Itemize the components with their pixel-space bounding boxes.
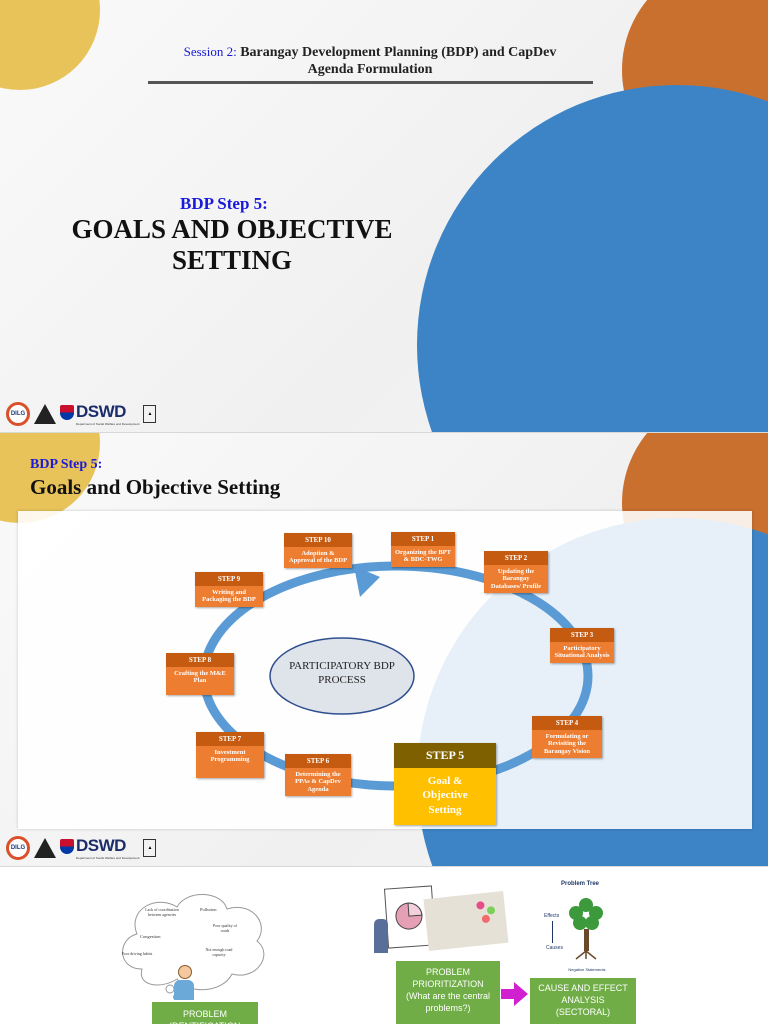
- step-5-body: Goal & Objective Setting: [422, 775, 468, 816]
- slide-process: BDP Step 5: Goals and Objective Setting …: [0, 433, 768, 866]
- tree-negative-label: Negative Statements: [568, 967, 606, 972]
- step-8-head: STEP 8: [166, 653, 234, 667]
- dilg-seal-icon: DILG: [6, 402, 30, 426]
- tree-icon: [569, 898, 603, 960]
- step-9-body: Writing and Packaging the BDP: [202, 589, 256, 604]
- triangle-logo-icon: [34, 838, 56, 858]
- step-4-box: STEP 4 Formulating or Revisiting the Bar…: [532, 716, 602, 759]
- step-2-body: Updating the Barangay Databases/ Profile: [490, 568, 542, 590]
- step-3-head: STEP 3: [550, 628, 614, 642]
- step-10-box: STEP 10 Adoption & Approval of the BDP: [284, 533, 352, 568]
- bagong-pilipinas-icon: ▲: [143, 405, 157, 423]
- step-1-head: STEP 1: [391, 532, 455, 546]
- step-10-body: Adoption & Approval of the BDP: [288, 550, 348, 565]
- thinking-person-icon: [174, 965, 194, 1000]
- bubble-capacity: Not enough road capacity: [205, 947, 233, 957]
- cause-effect-box: CAUSE AND EFFECT ANALYSIS (SECTORAL): [530, 978, 636, 1024]
- problem-prioritization-box: PROBLEM PRIORITIZATION (What are the cen…: [396, 961, 500, 1024]
- triangle-logo-icon: [34, 404, 56, 424]
- tree-axis-icon: [552, 921, 553, 943]
- yellow-circle-decoration: [0, 0, 100, 90]
- step-4-head: STEP 4: [532, 716, 602, 730]
- title-line-1: GOALS AND OBJECTIVE: [71, 214, 393, 244]
- arrow-right-icon: [501, 989, 515, 999]
- step-6-box: STEP 6 Determining the PPAs & CapDev Age…: [285, 754, 351, 797]
- step-6-body: Determining the PPAs & CapDev Agenda: [295, 771, 341, 793]
- center-line-2: PROCESS: [318, 674, 366, 686]
- step-label: BDP Step 5:: [30, 457, 103, 472]
- shield-icon: [60, 404, 74, 420]
- session-label: Session 2:: [183, 44, 237, 59]
- header-divider: [148, 81, 593, 84]
- tree-title: Problem Tree: [560, 881, 599, 887]
- step-4-body: Formulating or Revisiting the Barangay V…: [543, 733, 591, 755]
- bubble-coordination: Lack of coordination between agencies: [145, 907, 179, 917]
- blue-circle-decoration: [417, 85, 768, 432]
- arrow-head-icon: [514, 982, 528, 1006]
- step-5-box: STEP 5 Goal & Objective Setting: [394, 743, 496, 825]
- center-line-1: PARTICIPATORY BDP: [289, 660, 395, 672]
- session-title: Barangay Development Planning (BDP) and …: [240, 45, 557, 60]
- sticky-notes-board: [423, 890, 509, 952]
- step-8-body: Crafting the M&E Plan: [174, 670, 226, 685]
- prioritization-label: PROBLEM PRIORITIZATION: [412, 967, 484, 989]
- dswd-logo: DSWD Department of Social Welfare and De…: [60, 402, 139, 426]
- step-5-head: STEP 5: [394, 743, 496, 768]
- dswd-subtitle: Department of Social Welfare and Develop…: [76, 422, 140, 426]
- step-9-box: STEP 9 Writing and Packaging the BDP: [195, 572, 263, 607]
- cause-effect-label: CAUSE AND EFFECT ANALYSIS: [538, 983, 628, 1005]
- logo-strip: DILG DSWD Department of Social Welfare a…: [6, 402, 157, 426]
- logo-strip: DILG DSWD Department of Social Welfare a…: [6, 836, 157, 860]
- title-line-2: SETTING: [171, 245, 293, 275]
- step-3-box: STEP 3 Participatory Situational Analysi…: [550, 628, 614, 663]
- process-panel: PARTICIPATORY BDP PROCESS STEP 1 Organiz…: [18, 511, 752, 829]
- step-1-box: STEP 1 Organizing the BPT & BDC-TWG: [391, 532, 455, 567]
- step-7-box: STEP 7 Investment Programming: [196, 732, 264, 778]
- slide-title: Session 2: Barangay Development Planning…: [0, 0, 768, 432]
- center-ellipse: [269, 637, 415, 715]
- bubble-pollution: Pollution: [200, 907, 217, 912]
- step-7-body: Investment Programming: [210, 749, 250, 764]
- cycle-arrow-icon: [354, 566, 380, 597]
- dswd-text: DSWD: [76, 836, 126, 855]
- step-10-head: STEP 10: [284, 533, 352, 547]
- step-6-head: STEP 6: [285, 754, 351, 768]
- slide-separator: [0, 432, 768, 433]
- slide-separator: [0, 866, 768, 867]
- presenter-icon: [374, 919, 388, 953]
- bubble-roads: Poor quality of roads: [213, 923, 237, 933]
- session-header: Session 2: Barangay Development Planning…: [120, 43, 620, 78]
- dswd-text: DSWD: [76, 402, 126, 421]
- step-label: BDP Step 5:: [180, 194, 268, 213]
- slide-title-text: Goals and Objective Setting: [30, 475, 281, 499]
- bubble-driving: Poor driving habits: [121, 951, 153, 956]
- bagong-pilipinas-icon: ▲: [143, 839, 157, 857]
- slide-title-text: GOALS AND OBJECTIVE SETTING: [40, 214, 424, 276]
- dilg-seal-icon: DILG: [6, 836, 30, 860]
- dswd-subtitle: Department of Social Welfare and Develop…: [76, 856, 140, 860]
- problem-identification-box: PROBLEM IDENTIFICATION: [152, 1002, 258, 1024]
- slide-problem-analysis: Lack of coordination between agencies Po…: [0, 867, 768, 1024]
- step-3-body: Participatory Situational Analysis: [554, 645, 610, 660]
- prioritization-illustration: [372, 875, 512, 965]
- bubble-congestion: Congestion: [140, 934, 161, 939]
- dswd-logo: DSWD Department of Social Welfare and De…: [60, 836, 139, 860]
- process-center-label: PARTICIPATORY BDP PROCESS: [270, 659, 414, 687]
- step-1-body: Organizing the BPT & BDC-TWG: [395, 549, 451, 564]
- tree-effects-label: Effects: [544, 913, 560, 919]
- step-2-box: STEP 2 Updating the Barangay Databases/ …: [484, 551, 548, 594]
- shield-icon: [60, 838, 74, 854]
- prioritization-question: (What are the central problems?): [405, 991, 491, 1013]
- session-title-line2: Agenda Formulation: [307, 62, 433, 77]
- pie-chart-icon: [395, 902, 423, 930]
- step-2-head: STEP 2: [484, 551, 548, 565]
- tree-causes-label: Causes: [546, 945, 563, 951]
- step-7-head: STEP 7: [196, 732, 264, 746]
- chart-board-icon: [383, 885, 437, 949]
- thought-cloud-illustration: Lack of coordination between agencies Po…: [112, 889, 272, 1000]
- step-8-box: STEP 8 Crafting the M&E Plan: [166, 653, 234, 695]
- cause-effect-sub: (SECTORAL): [555, 1007, 611, 1017]
- problem-tree-illustration: Problem Tree Effects Causes Negative Sta…: [540, 877, 620, 977]
- step-9-head: STEP 9: [195, 572, 263, 586]
